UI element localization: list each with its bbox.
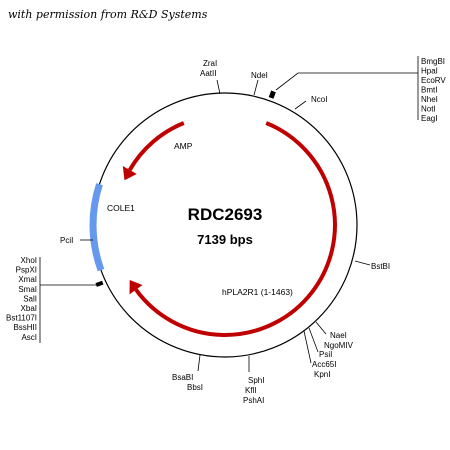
site-sphi: SphI	[248, 376, 264, 385]
site-ngomiv: NgoMIV	[324, 341, 354, 350]
mcs-left-site: PspXI	[16, 266, 37, 275]
site-acc65i: Acc65I	[312, 360, 336, 369]
site-aatii: AatII	[200, 69, 216, 78]
site-naei: NaeI	[330, 331, 347, 340]
insert-arrow	[134, 121, 337, 337]
aatii-leader	[216, 79, 221, 95]
insert-label: hPLA2R1 (1-1463)	[222, 287, 293, 297]
ndei-leader	[253, 79, 259, 96]
credit-text: with permission from R&D Systems	[8, 8, 208, 21]
cole1-ori-arc	[89, 183, 105, 272]
amp-label: AMP	[174, 141, 193, 151]
site-bsabi: BsaBI	[172, 373, 193, 382]
amp-arrow	[127, 121, 185, 172]
mcs-right-site: HpaI	[421, 67, 438, 76]
site-pshai: PshAI	[243, 396, 264, 405]
mcs-right-site: EcoRV	[421, 76, 446, 85]
bstbi-leader	[354, 260, 371, 266]
site-kfli: KflI	[245, 386, 257, 395]
mcs-left-site: XhoI	[21, 256, 37, 265]
mcs-right-site: EagI	[421, 114, 437, 123]
mcs-left-list: XhoIPspXIXmaISmaISalIXbaIBst1107IBssHIIA…	[6, 256, 37, 342]
site-psii: PsiI	[319, 350, 332, 359]
mcs-left-marker	[95, 280, 104, 287]
acc65i-leader	[303, 330, 312, 364]
bbsi-leader	[197, 354, 201, 372]
mcs-right-site: NotI	[421, 105, 436, 114]
site-kpni: KpnI	[314, 370, 330, 379]
mcs-right-leader	[275, 72, 418, 91]
mcs-left-site: XmaI	[18, 275, 37, 284]
cole1-label: COLE1	[107, 203, 135, 213]
ncoi-leader	[294, 100, 307, 110]
mcs-right-marker	[268, 90, 276, 99]
site-ndei: NdeI	[251, 71, 268, 80]
site-bbsi: BbsI	[187, 383, 203, 392]
plasmid-name: RDC2693	[188, 205, 263, 224]
site-bstbi: BstBI	[371, 262, 390, 271]
insert-arrowhead	[129, 280, 143, 295]
mcs-left-site: XbaI	[21, 304, 37, 313]
mcs-left-site: Bst1107I	[6, 314, 37, 323]
mcs-left-site: SmaI	[18, 285, 37, 294]
site-pcii: PciI	[60, 236, 73, 245]
backbone-circle	[92, 92, 358, 358]
site-ncoi: NcoI	[311, 95, 327, 104]
naei-leader	[315, 321, 327, 335]
mcs-right-site: BmgBI	[421, 57, 445, 66]
mcs-left-site: SalI	[23, 294, 37, 303]
mcs-right-site: NheI	[421, 95, 438, 104]
mcs-right-site: BmtI	[421, 86, 437, 95]
site-zrai: ZraI	[203, 59, 217, 68]
psii-leader	[308, 327, 319, 353]
amp-arrowhead	[122, 166, 137, 181]
mcs-left-site: AscI	[21, 333, 37, 342]
plasmid-size: 7139 bps	[197, 232, 253, 247]
mcs-left-site: BssHII	[13, 323, 37, 332]
